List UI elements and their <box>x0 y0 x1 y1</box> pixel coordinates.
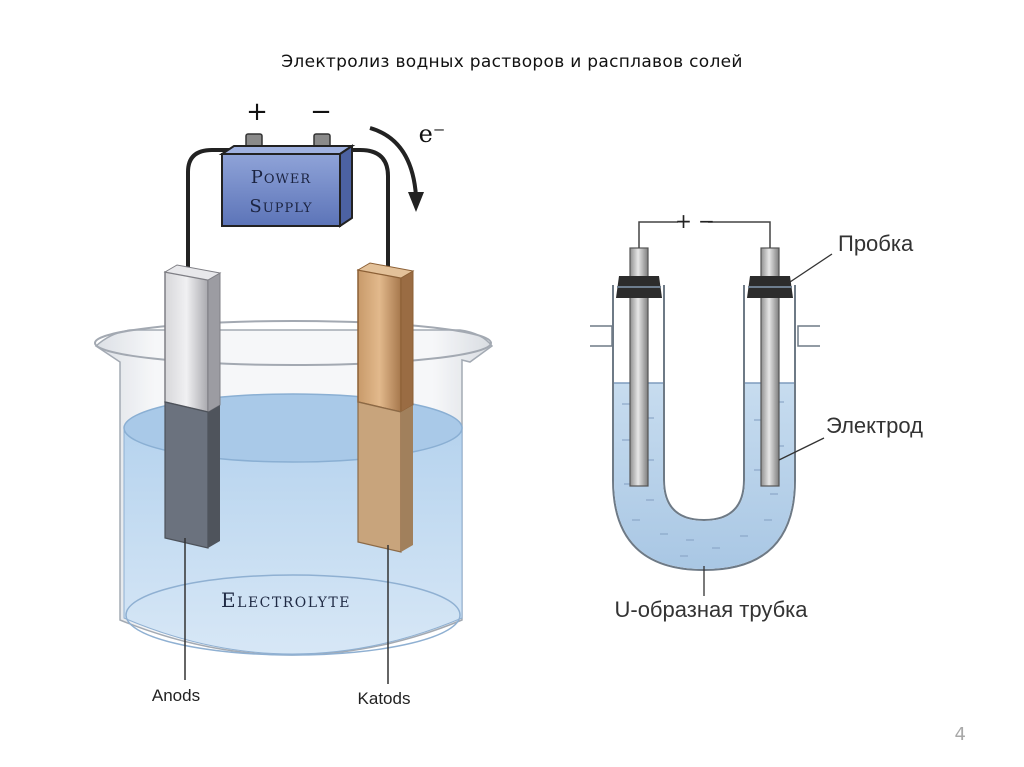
tube-label: U-образная трубка <box>614 597 808 622</box>
minus-sign: − <box>310 97 332 127</box>
cathode-wire <box>335 148 390 272</box>
cathode-plate <box>356 262 415 553</box>
u-tube-apparatus: + − Пробка Электрод U-образная трубка <box>590 209 923 622</box>
electrolyte-label: Electrolyte <box>221 588 351 612</box>
anode-label: Anods <box>152 686 200 705</box>
beaker-bottom <box>125 574 461 656</box>
power-supply-label-line2: Supply <box>249 196 312 217</box>
arrow-head-icon <box>408 192 424 212</box>
left-stopper <box>616 276 662 298</box>
page-number: 4 <box>954 724 966 745</box>
cathode-label: Katods <box>358 689 411 708</box>
anode-plate <box>163 264 222 549</box>
stopper-label: Пробка <box>838 231 914 256</box>
electrolysis-cell: Power Supply + − e⁻ Electrolyte Anods Ka… <box>94 97 494 708</box>
right-apparatus-wires <box>638 221 771 248</box>
slide-title: Электролиз водных растворов и расплавов … <box>281 52 743 72</box>
u-tube-inner <box>663 285 745 522</box>
electron-label: e⁻ <box>419 120 446 148</box>
power-supply-label-line1: Power <box>251 167 312 188</box>
stopper-leader-line <box>789 253 833 283</box>
electron-flow-arrow <box>369 126 418 197</box>
power-supply: Power Supply <box>218 133 356 228</box>
polarity-signs: + − <box>675 209 715 233</box>
anode-wire <box>186 148 238 272</box>
tube-holder-lines <box>590 325 820 347</box>
plus-sign: + <box>246 97 268 127</box>
beaker-rim <box>94 320 492 366</box>
right-stopper <box>747 276 793 298</box>
u-tube-liquid <box>614 383 794 569</box>
electrode-label: Электрод <box>826 413 923 438</box>
electrode-leader-line <box>778 437 825 461</box>
